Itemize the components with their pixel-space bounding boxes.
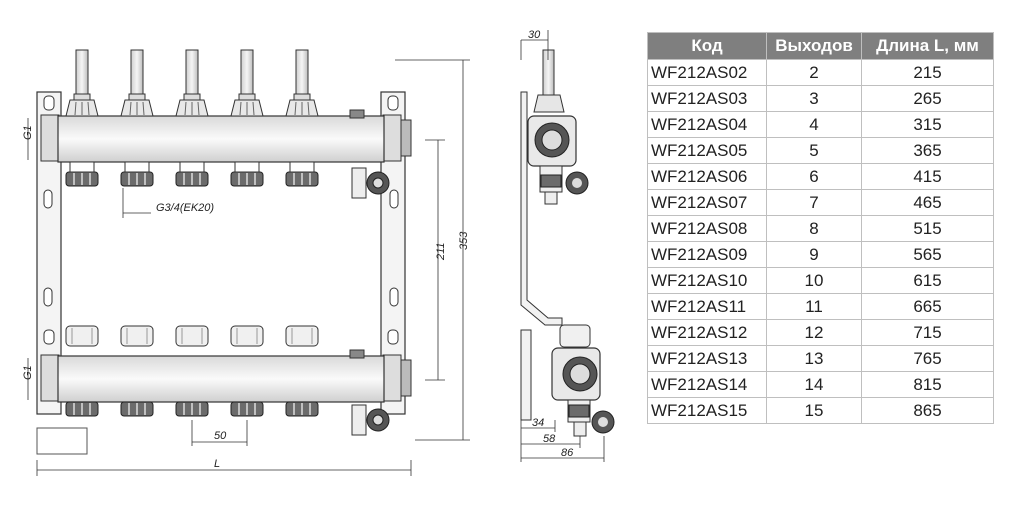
cell-length: 315 [861, 111, 994, 138]
cell-code: WF212AS06 [647, 163, 767, 190]
cell-length: 565 [861, 241, 994, 268]
cell-code: WF212AS03 [647, 85, 767, 112]
header-code: Код [647, 32, 767, 60]
table-header-row: Код Выходов Длина L, мм [647, 32, 994, 60]
cell-outlets: 15 [766, 397, 862, 424]
cell-length: 815 [861, 371, 994, 398]
cell-outlets: 7 [766, 189, 862, 216]
cell-code: WF212AS04 [647, 111, 767, 138]
cell-outlets: 14 [766, 371, 862, 398]
cell-outlets: 8 [766, 215, 862, 242]
cell-outlets: 9 [766, 241, 862, 268]
cell-code: WF212AS07 [647, 189, 767, 216]
cell-code: WF212AS08 [647, 215, 767, 242]
cell-length: 715 [861, 319, 994, 346]
cell-outlets: 2 [766, 59, 862, 86]
cell-code: WF212AS14 [647, 371, 767, 398]
front-view: G1 G1 G3/4(EK20) 50 L 211 353 [22, 49, 470, 476]
cell-length: 615 [861, 267, 994, 294]
cell-length: 365 [861, 137, 994, 164]
dim-side-86: 86 [561, 447, 574, 459]
cell-code: WF212AS12 [647, 319, 767, 346]
cell-outlets: 6 [766, 163, 862, 190]
manifold-drawing: G1 G1 G3/4(EK20) 50 L 211 353 [22, 29, 615, 476]
cell-outlets: 10 [766, 267, 862, 294]
cell-length: 215 [861, 59, 994, 86]
cell-length: 465 [861, 189, 994, 216]
cell-code: WF212AS09 [647, 241, 767, 268]
cell-outlets: 13 [766, 345, 862, 372]
cell-outlets: 5 [766, 137, 862, 164]
cell-outlets: 11 [766, 293, 862, 320]
cell-code: WF212AS10 [647, 267, 767, 294]
cell-length: 415 [861, 163, 994, 190]
cell-length: 265 [861, 85, 994, 112]
cell-code: WF212AS15 [647, 397, 767, 424]
cell-length: 765 [861, 345, 994, 372]
dim-side-top: 30 [528, 29, 541, 41]
cell-code: WF212AS11 [647, 293, 767, 320]
side-view: 30 34 58 86 [520, 29, 615, 462]
header-outlets: Выходов [766, 32, 862, 60]
cell-code: WF212AS05 [647, 137, 767, 164]
cell-outlets: 3 [766, 85, 862, 112]
dim-height-outer: 353 [458, 231, 470, 250]
dim-g1-bottom: G1 [22, 365, 34, 380]
dim-length: L [214, 458, 220, 470]
dim-side-58: 58 [543, 433, 556, 445]
cell-length: 865 [861, 397, 994, 424]
dim-g1-top: G1 [22, 125, 34, 140]
cell-length: 515 [861, 215, 994, 242]
dim-thread: G3/4(EK20) [156, 202, 214, 214]
cell-length: 665 [861, 293, 994, 320]
dim-height-inner: 211 [435, 242, 447, 261]
cell-code: WF212AS02 [647, 59, 767, 86]
cell-outlets: 12 [766, 319, 862, 346]
dim-side-34: 34 [532, 417, 544, 429]
dim-spacing: 50 [214, 430, 227, 442]
header-length: Длина L, мм [861, 32, 994, 60]
cell-outlets: 4 [766, 111, 862, 138]
cell-code: WF212AS13 [647, 345, 767, 372]
